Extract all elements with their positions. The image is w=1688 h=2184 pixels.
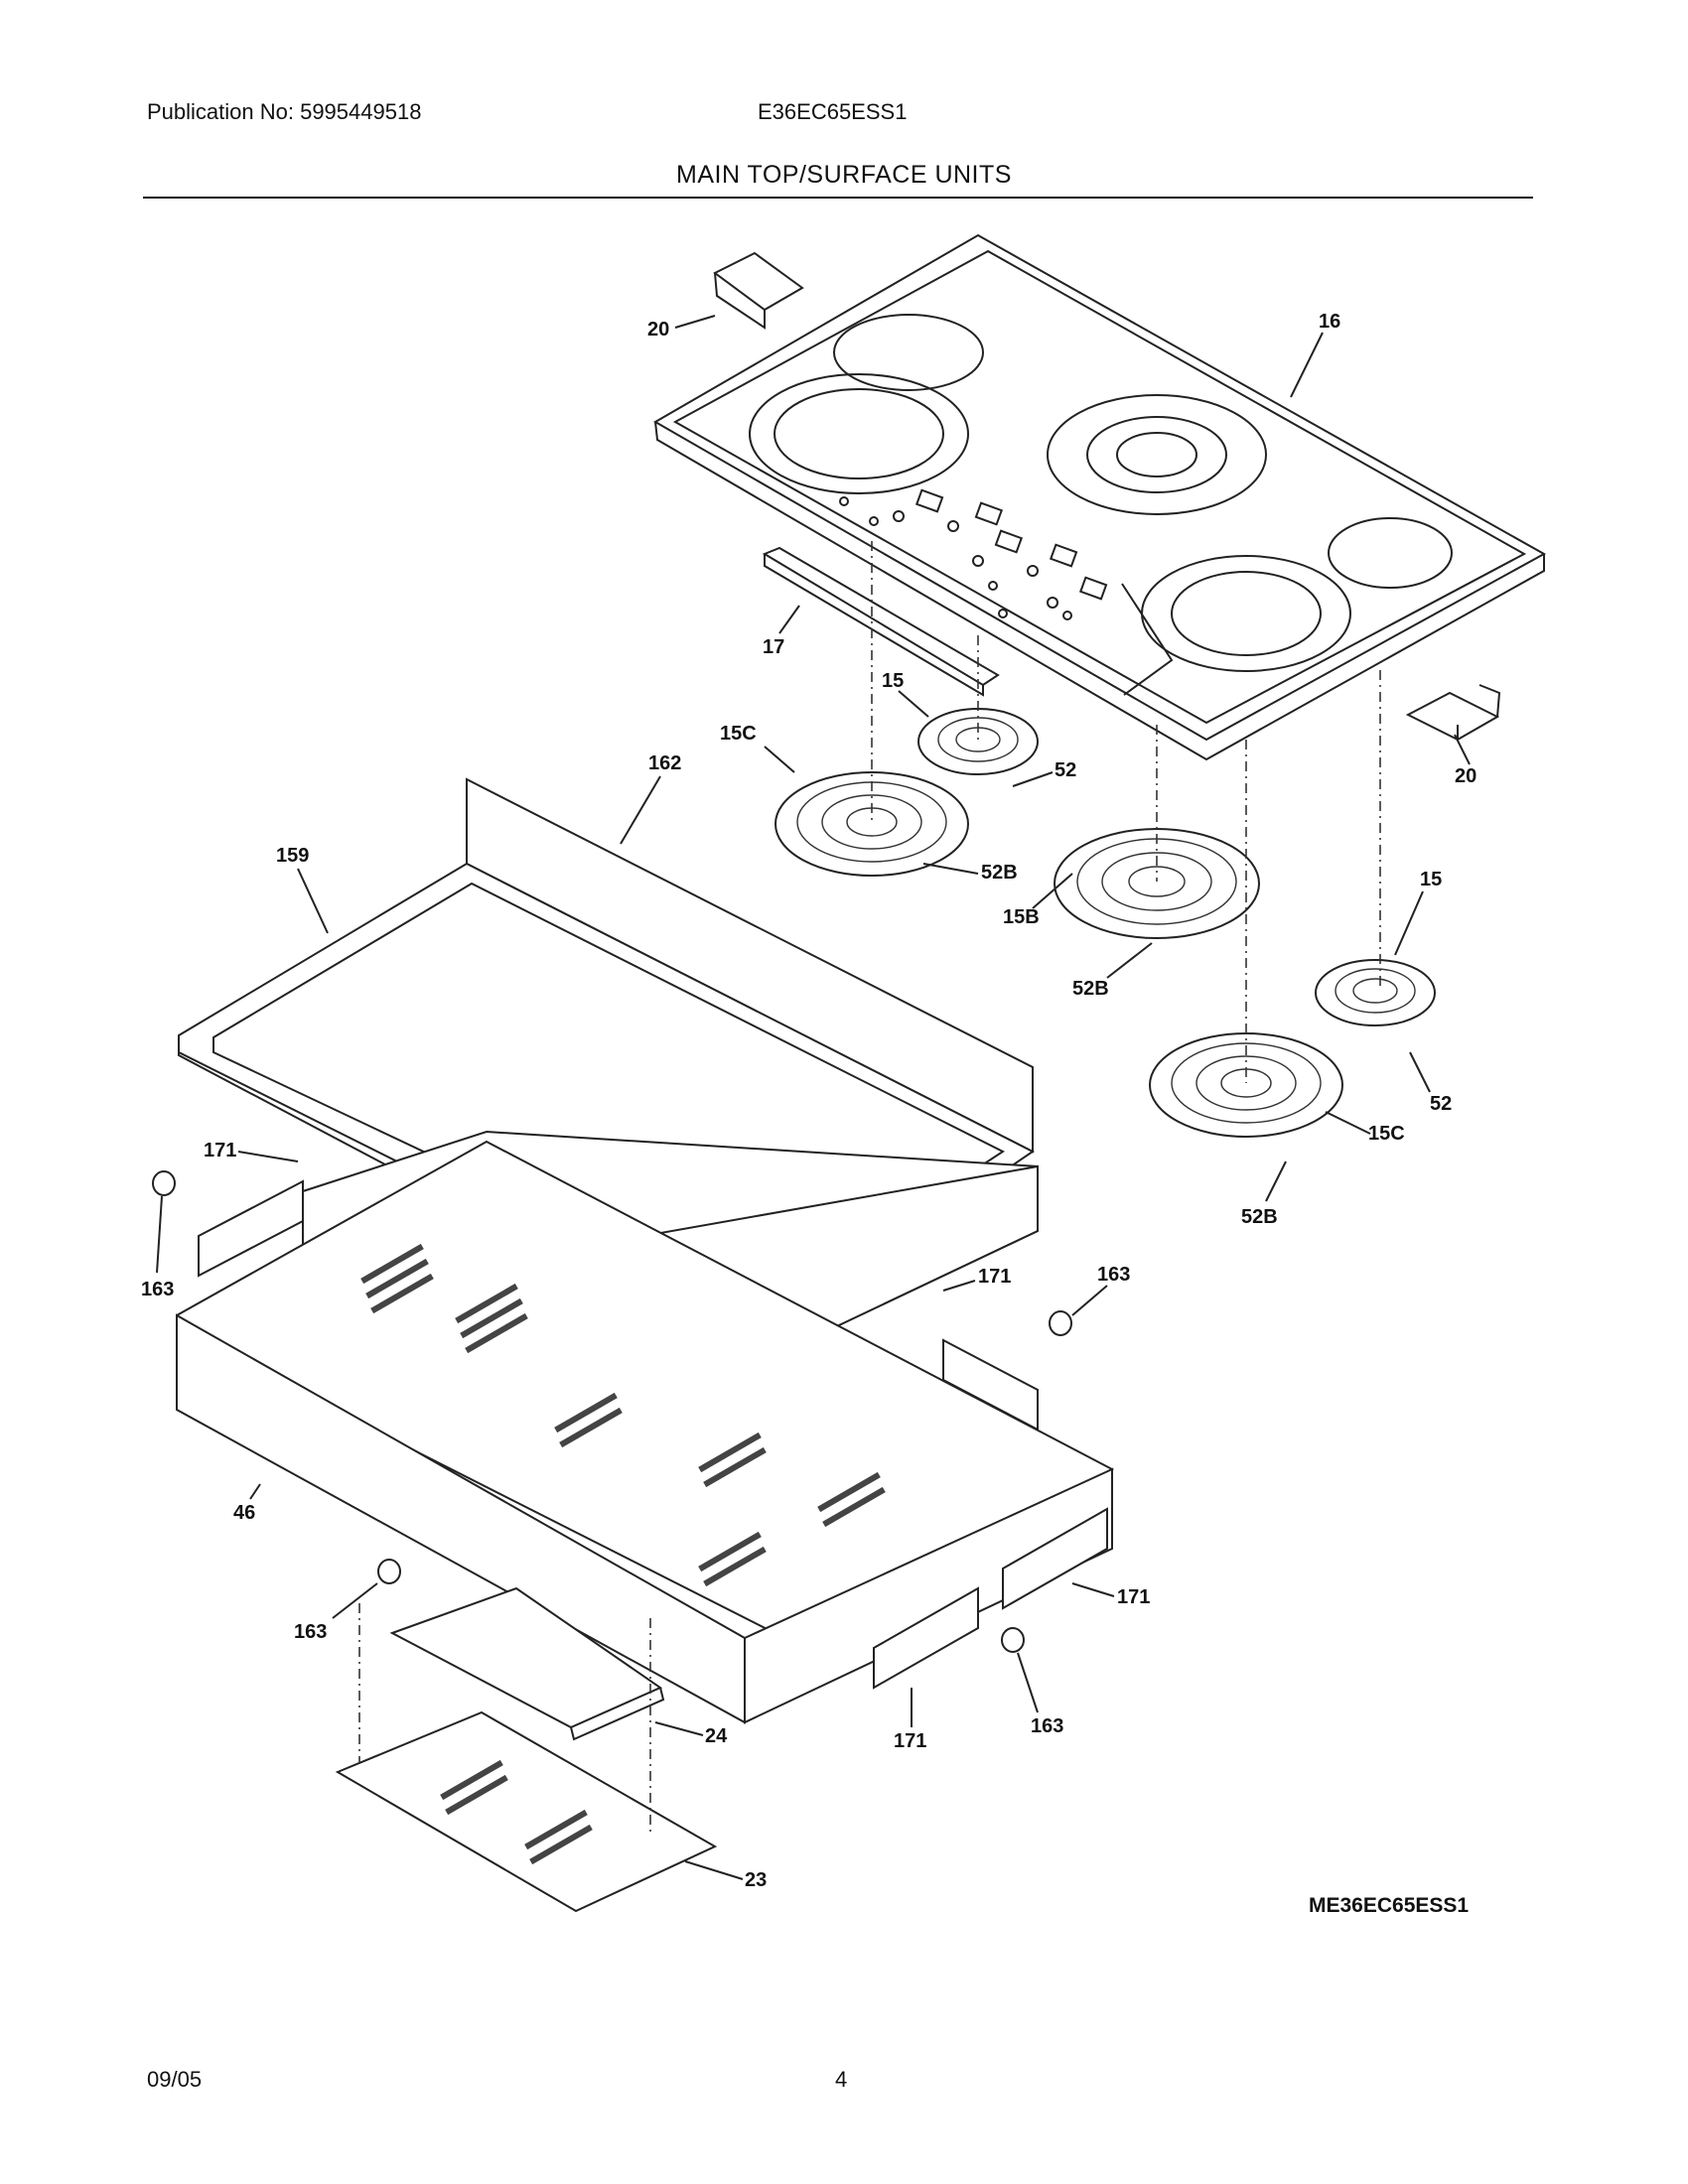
cover-plate	[389, 1586, 665, 1741]
callout-163-right: 163	[1097, 1264, 1130, 1286]
spacer-bottom-left	[377, 1559, 401, 1584]
model-number: E36EC65ESS1	[758, 99, 908, 124]
title-divider	[143, 197, 1533, 199]
callout-52b-left: 52B	[981, 862, 1018, 884]
spacer-right	[1049, 1310, 1072, 1336]
callout-52b-right: 52B	[1241, 1206, 1278, 1228]
callout-15-left: 15	[882, 670, 904, 692]
callout-20-top: 20	[647, 319, 669, 341]
callout-labels: 20 16 17 15 15C 52 52B 162 159 20 15 15B…	[141, 311, 1477, 1891]
callout-23: 23	[745, 1869, 767, 1891]
callout-163-left: 163	[141, 1279, 174, 1300]
chassis-box	[176, 1140, 1115, 1724]
callout-15-right: 15	[1420, 869, 1442, 890]
callout-163-bottom-right: 163	[1031, 1715, 1063, 1737]
callout-162: 162	[648, 752, 681, 774]
callout-52-left: 52	[1055, 759, 1076, 781]
surface-element-small-front	[917, 708, 1039, 775]
control-keys	[839, 488, 1108, 620]
cooktop-glass	[653, 233, 1547, 761]
alignment-lines	[358, 541, 1381, 1837]
callout-163-bottom-left: 163	[294, 1621, 327, 1643]
callout-171-right: 171	[978, 1266, 1011, 1288]
callout-159: 159	[276, 845, 309, 867]
mounting-bracket-top	[713, 251, 804, 330]
callout-15b: 15B	[1003, 906, 1040, 928]
publication-number: Publication No: 5995449518	[147, 99, 422, 124]
callout-20-right: 20	[1455, 765, 1477, 787]
callout-24: 24	[705, 1725, 728, 1747]
surface-element-center	[1054, 828, 1260, 939]
mounting-bracket-right	[1405, 684, 1501, 742]
callout-15c-right: 15C	[1368, 1123, 1405, 1145]
side-bracket-lower-right	[1002, 1507, 1108, 1610]
spacer-left	[152, 1170, 176, 1196]
callout-15c-left: 15C	[720, 723, 757, 745]
page-number: 4	[835, 2067, 848, 2092]
side-bracket-lower-mid	[873, 1586, 979, 1690]
side-bracket-right	[942, 1338, 1039, 1432]
callout-52-right: 52	[1430, 1093, 1452, 1115]
spacer-bottom-right	[1001, 1627, 1025, 1653]
callout-171-lower-right: 171	[1117, 1586, 1150, 1608]
publication-date: 09/05	[147, 2067, 203, 2092]
bottom-panel	[335, 1710, 718, 1913]
surface-element-left	[774, 771, 969, 877]
surface-element-small-right	[1315, 959, 1436, 1026]
callout-46: 46	[233, 1502, 255, 1524]
callout-17: 17	[763, 636, 784, 658]
diagram-code: ME36EC65ESS1	[1309, 1894, 1470, 1917]
control-bar	[762, 546, 1000, 697]
callout-171-left: 171	[204, 1140, 236, 1161]
vent-slots	[360, 1243, 886, 1587]
side-bracket-left	[198, 1179, 304, 1278]
callout-171-lower-mid: 171	[894, 1730, 926, 1752]
callout-16: 16	[1319, 311, 1340, 333]
page-title: MAIN TOP/SURFACE UNITS	[676, 161, 1012, 189]
callout-52b-center: 52B	[1072, 978, 1109, 1000]
